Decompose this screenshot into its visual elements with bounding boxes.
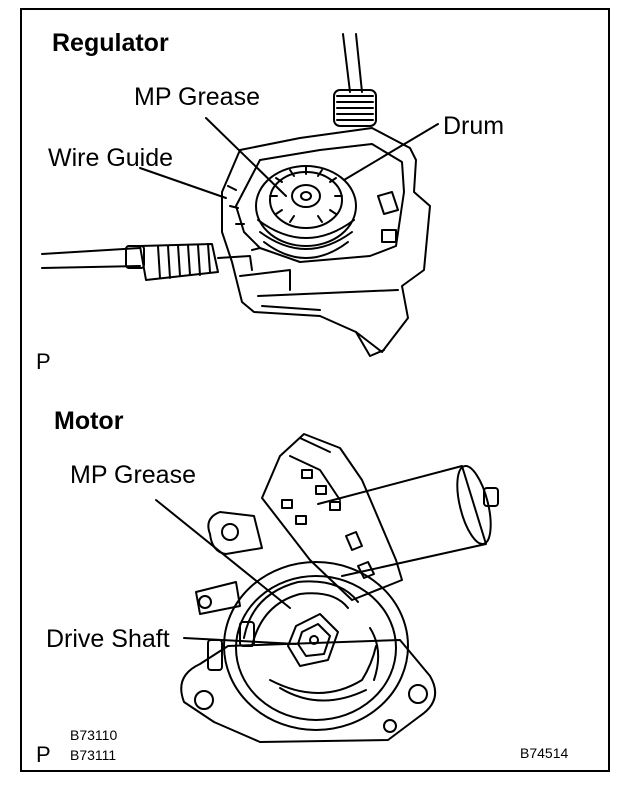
drum-label: Drum [443, 112, 505, 140]
drum-leader [343, 123, 439, 181]
motor-title: Motor [54, 407, 124, 435]
base-flange [180, 639, 437, 743]
regulator-assembly-drawing [41, 33, 439, 357]
wire-guide-label: Wire Guide [48, 144, 174, 172]
ref-code-1: B73110 [70, 727, 118, 743]
drive-shaft-label: Drive Shaft [46, 625, 170, 653]
figure-frame [20, 8, 610, 772]
drum [255, 165, 357, 259]
ref-code-2: B73111 [70, 747, 117, 763]
regulator-mp-grease-label: MP Grease [134, 83, 260, 111]
motor-body [317, 465, 499, 577]
regulator-code: P [36, 349, 51, 374]
drive-shaft-leader [183, 637, 297, 645]
wire-guide-leader [139, 167, 227, 199]
lower-spring [125, 243, 219, 281]
mp-grease-leader-regulator [205, 117, 287, 197]
motor-mp-grease-label: MP Grease [70, 461, 196, 489]
regulator-title: Regulator [52, 29, 169, 57]
upper-spring [333, 89, 377, 127]
ref-code-right: B74514 [520, 745, 569, 761]
motor-code: P [36, 742, 51, 767]
motor-assembly-drawing [155, 433, 499, 743]
drive-shaft [287, 613, 339, 667]
disc-housing [207, 561, 409, 731]
mp-grease-leader-motor [155, 499, 291, 609]
